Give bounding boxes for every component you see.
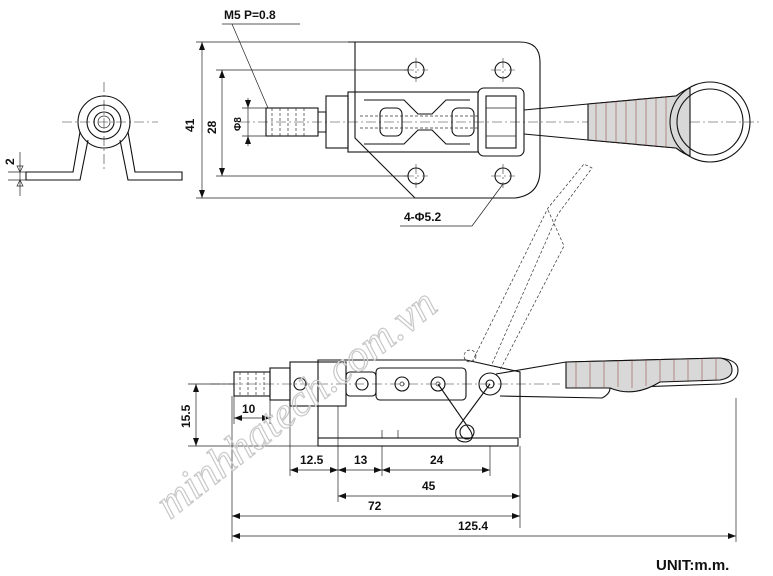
end-view: 2 [3,82,183,196]
watermark-text: minhhatech.com.vn [146,279,446,528]
unit-label: UNIT:m.m. [656,557,729,574]
thread-spec-label: M5 P=0.8 [224,8,276,22]
top-view: 41 28 Φ8 M5 P=0.8 4-Φ5.2 [183,8,760,227]
dim-e: 72 [368,499,382,513]
dim-c: 24 [430,453,444,467]
dim-hole-spacing: 28 [205,120,219,134]
dim-plunger-dia: Φ8 [233,117,244,131]
side-view: 15.5 10 12.5 13 24 45 72 [179,163,739,542]
dim-a: 12.5 [300,453,324,467]
mount-hole-label: 4-Φ5.2 [404,210,442,224]
dim-d: 45 [422,479,436,493]
dim-thread-length: 10 [242,402,256,416]
dim-b: 13 [354,453,368,467]
dim-plunger-height: 15.5 [179,404,193,428]
dim-thickness: 2 [3,158,17,165]
dim-overall-height: 41 [183,118,197,132]
dim-overall-length: 125.4 [458,519,488,533]
